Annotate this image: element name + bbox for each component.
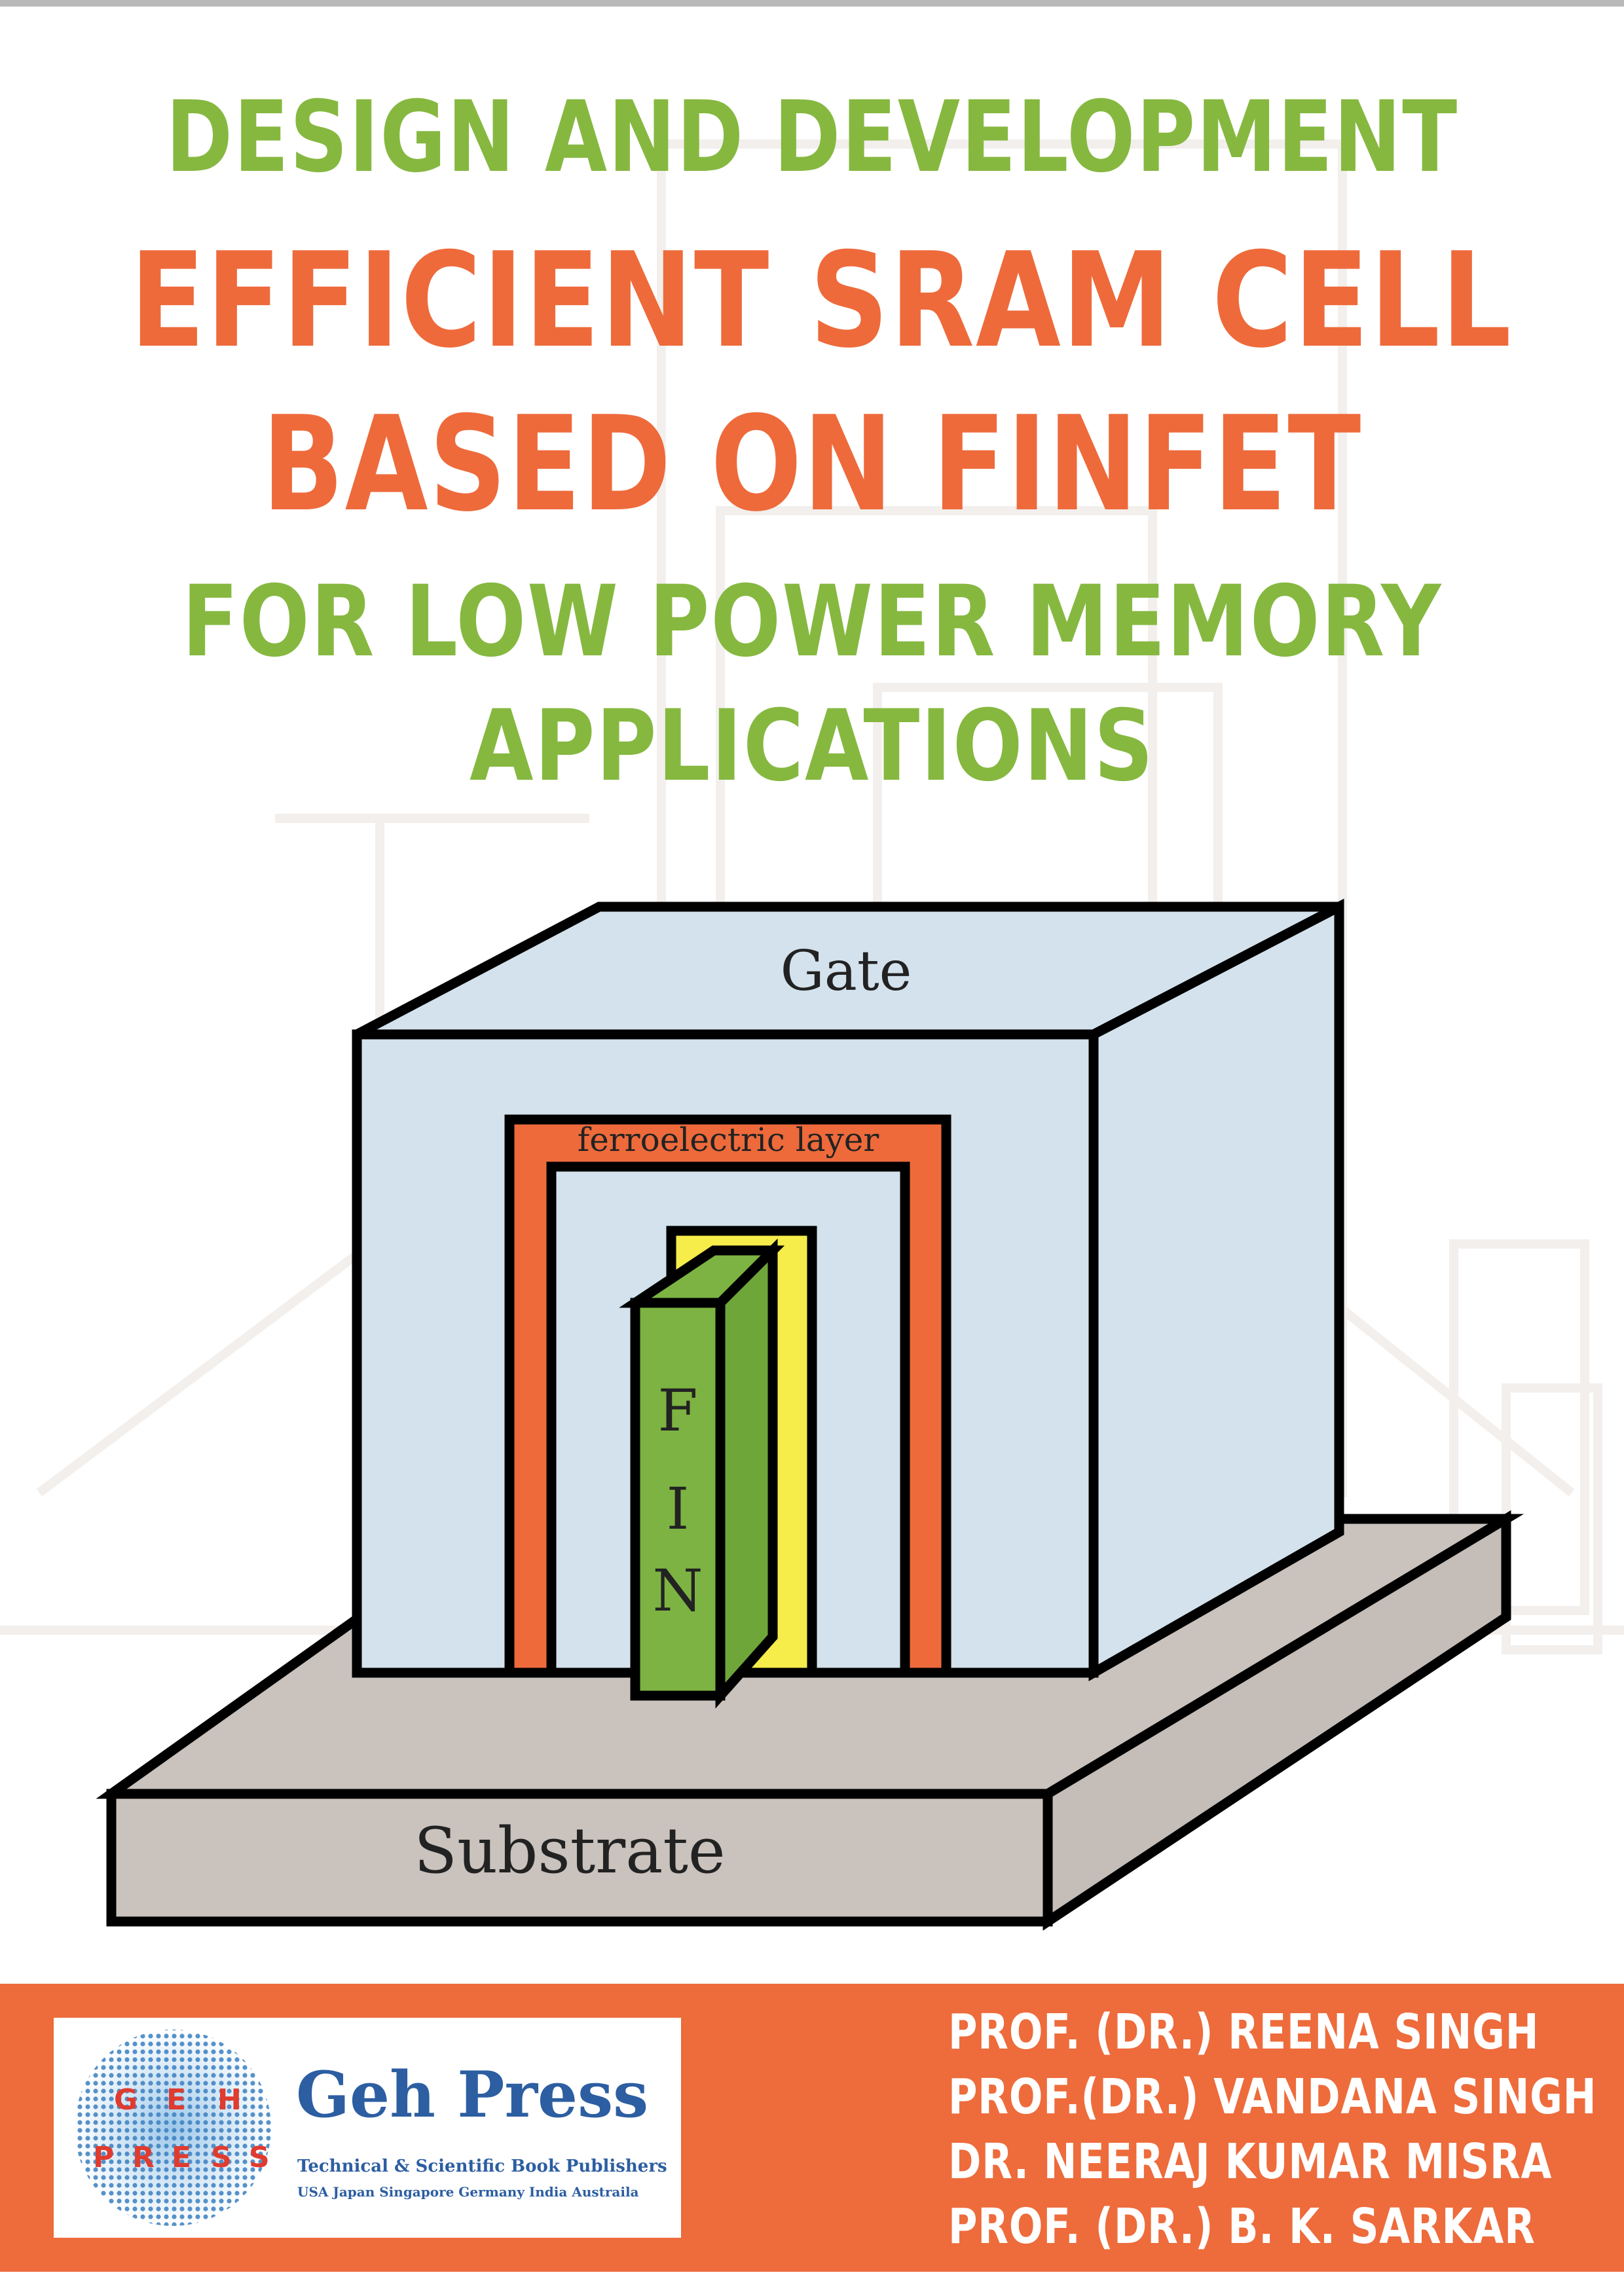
- fin-letter-n: N: [653, 1557, 703, 1624]
- ferroelectric-label: ferroelectric layer: [578, 1121, 879, 1159]
- title-line-3: BASED ON FINFET: [262, 388, 1362, 541]
- publisher-locations: USA Japan Singapore Germany India Austra…: [297, 2184, 639, 2200]
- author-3: DR. NEERAJ KUMAR MISRA: [948, 2134, 1553, 2190]
- top-rule: [0, 0, 1624, 7]
- gate-label: Gate: [781, 939, 912, 1003]
- publisher-logo-box: G E H P R E S S Geh Press Technical & Sc…: [54, 2018, 681, 2238]
- fin-side-face: [715, 1238, 778, 1709]
- gate-side-face: [1088, 898, 1344, 1681]
- title-line-4: FOR LOW POWER MEMORY: [181, 565, 1443, 679]
- fin-letter-i: I: [667, 1475, 690, 1542]
- logo-letter-e: E: [166, 2083, 186, 2117]
- author-list: PROF. (DR.) REENA SINGH PROF.(DR.) VANDA…: [948, 2000, 1603, 2259]
- fin-front-face: [630, 1298, 726, 1701]
- ferroelectric-layer: [504, 1114, 951, 1678]
- logo-letter-r: R: [132, 2141, 155, 2174]
- publisher-tagline: Technical & Scientific Book Publishers: [297, 2157, 667, 2176]
- logo-letter-h: H: [217, 2083, 242, 2117]
- logo-letter-g: G: [114, 2083, 138, 2117]
- publisher-name: Geh Press: [296, 2058, 649, 2132]
- logo-letter-e2: E: [172, 2141, 191, 2174]
- fin-letter-f: F: [657, 1377, 697, 1444]
- author-1: PROF. (DR.) REENA SINGH: [948, 2004, 1540, 2060]
- title-line-5: APPLICATIONS: [470, 689, 1154, 803]
- logo-letter-s2: S: [249, 2141, 270, 2174]
- author-4: PROF. (DR.) B. K. SARKAR: [948, 2198, 1536, 2255]
- substrate-label: Substrate: [414, 1814, 725, 1887]
- substrate-front-face: [106, 1789, 1053, 1927]
- logo-letter-p: P: [93, 2141, 114, 2174]
- logo-letter-s: S: [211, 2141, 232, 2174]
- title-line-2: EFFICIENT SRAM CELL: [130, 225, 1513, 377]
- globe-icon: G E H P R E S S: [75, 2030, 271, 2226]
- author-2: PROF.(DR.) VANDANA SINGH: [948, 2069, 1597, 2125]
- title-line-1: DESIGN AND DEVELOPMENT: [166, 81, 1458, 194]
